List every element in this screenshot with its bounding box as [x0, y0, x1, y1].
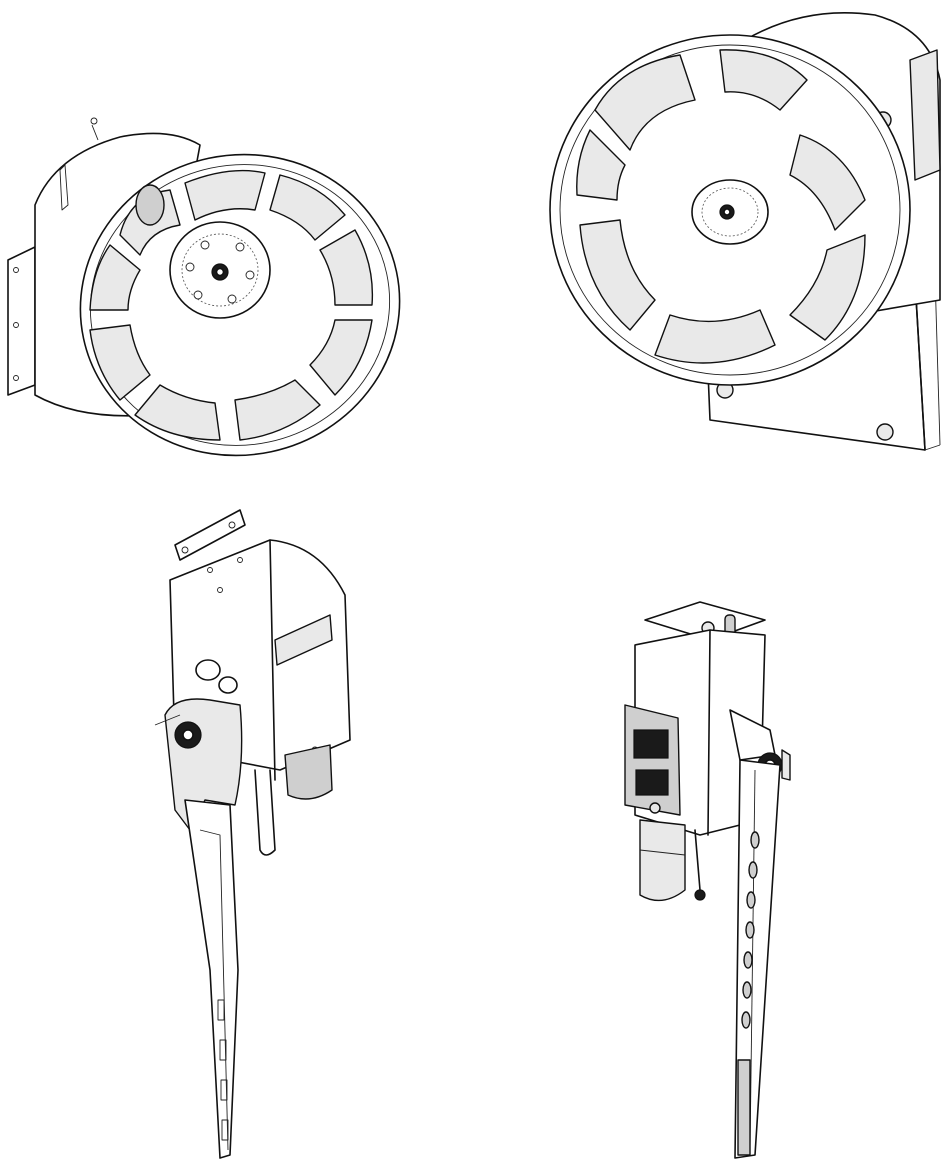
hose-reel-rear-wheel-icon	[545, 0, 943, 465]
lever-actuator-left-icon	[120, 500, 420, 1165]
lever-actuator-right-icon	[590, 590, 840, 1165]
hose-reel-front-wheel-icon	[0, 95, 420, 465]
